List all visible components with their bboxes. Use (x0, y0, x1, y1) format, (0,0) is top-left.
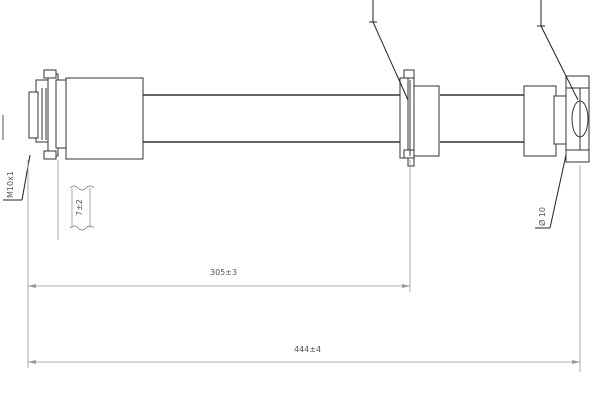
thread-label: M10x1 (6, 171, 15, 198)
dimension-305: 305±3 (28, 268, 410, 288)
top-leaders (369, 0, 579, 101)
length-mid-label: 305±3 (210, 268, 237, 277)
hex-size-callout: 7±2 (69, 185, 95, 231)
dimension-444: 444±4 (28, 345, 580, 364)
left-sleeve (65, 77, 144, 160)
hex-size-label: 7±2 (75, 199, 84, 216)
length-total-label: 444±4 (294, 345, 321, 354)
thread-callout: M10x1 (3, 154, 31, 201)
hose (143, 94, 524, 143)
diameter-label: Ø 10 (537, 207, 547, 226)
right-eye-fitting (553, 75, 590, 163)
middle-bracket-fitting (399, 69, 440, 167)
right-sleeve (523, 85, 557, 157)
left-fitting (28, 69, 67, 160)
extension-lines (27, 160, 581, 372)
diameter-callout: Ø 10 (535, 154, 567, 229)
